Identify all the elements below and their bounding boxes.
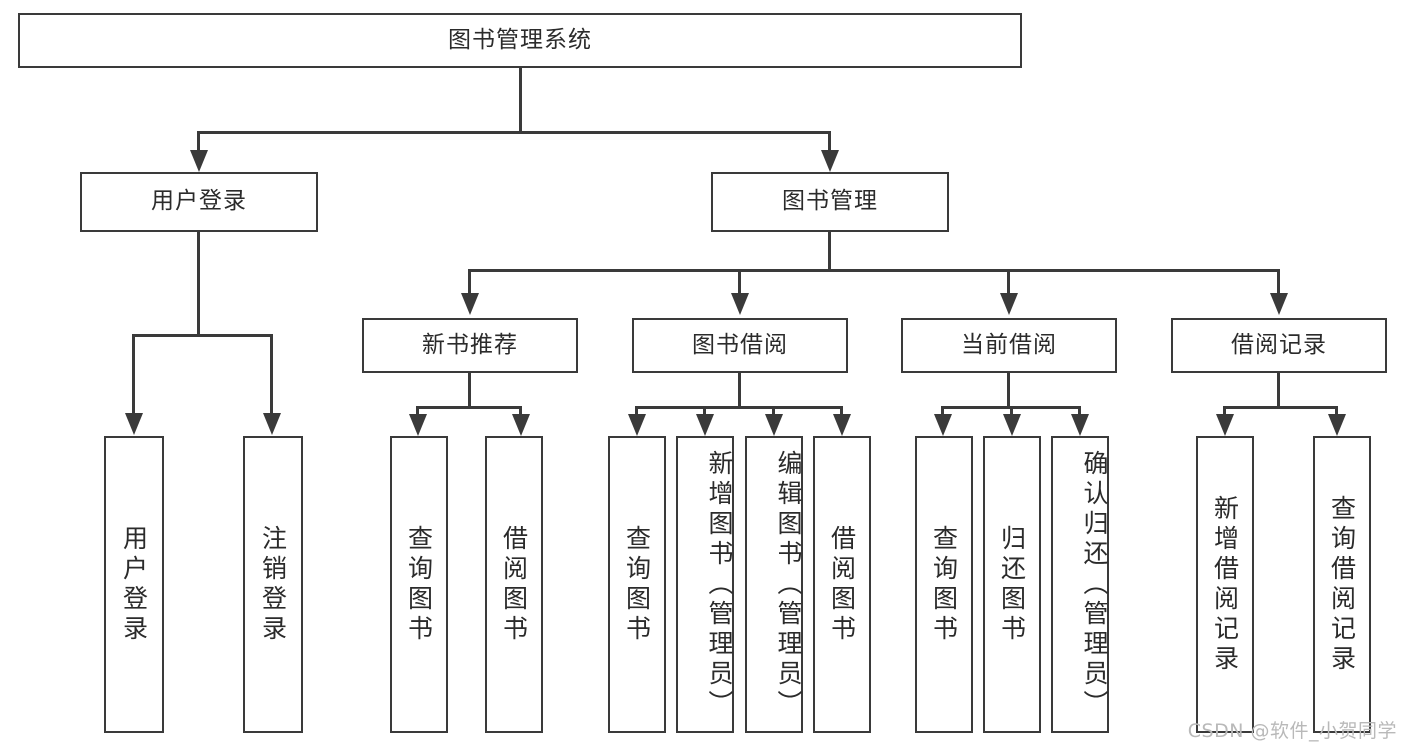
arrow-to-leaf-add-record — [1216, 414, 1234, 436]
connector-user-login-stem — [197, 232, 200, 337]
connector-book-borrow-stem — [738, 373, 741, 409]
connector-book-borrow-leg-2 — [703, 406, 706, 418]
leaf-confirm-return-admin[interactable]: 确认归还（管理员） — [1051, 436, 1109, 733]
node-label: 图书管理 — [782, 188, 878, 215]
connector-root-bus — [197, 131, 831, 134]
connector-borrow-record-leg-2 — [1335, 406, 1338, 418]
node-label: 用户登录 — [119, 524, 149, 645]
arrow-to-leaf-add-book — [696, 414, 714, 436]
arrow-to-leaf-query-record — [1328, 414, 1346, 436]
node-label: 借阅图书 — [499, 524, 529, 645]
connector-level3-leg-4 — [1277, 269, 1280, 295]
connector-new-book-leg-2 — [519, 406, 522, 418]
arrow-to-leaf-borrow-book-2 — [833, 414, 851, 436]
leaf-query-book-new-book[interactable]: 查询图书 — [390, 436, 448, 733]
node-label: 确认归还（管理员） — [1080, 449, 1109, 720]
node-label: 归还图书 — [997, 524, 1027, 645]
leaf-user-login[interactable]: 用户登录 — [104, 436, 164, 733]
connector-new-book-leg-1 — [416, 406, 419, 418]
node-label: 图书管理系统 — [448, 26, 592, 53]
node-label: 图书借阅 — [692, 331, 788, 358]
leaf-logout[interactable]: 注销登录 — [243, 436, 303, 733]
connector-book-borrow-leg-3 — [772, 406, 775, 418]
connector-level3-leg-1 — [468, 269, 471, 295]
leaf-add-book-admin[interactable]: 新增图书（管理员） — [676, 436, 734, 733]
arrow-to-leaf-borrow-book-1 — [512, 414, 530, 436]
connector-root-leg-right — [828, 131, 831, 153]
connector-borrow-record-bus — [1223, 406, 1338, 409]
connector-current-borrow-leg-1 — [941, 406, 944, 418]
node-label: 新增图书（管理员） — [705, 449, 734, 720]
connector-borrow-record-stem — [1277, 373, 1280, 409]
leaf-query-borrow-record[interactable]: 查询借阅记录 — [1313, 436, 1371, 733]
connector-book-borrow-leg-1 — [635, 406, 638, 418]
connector-user-login-leg-1 — [132, 334, 135, 416]
connector-root-stem — [519, 68, 522, 132]
node-label: 查询图书 — [622, 524, 652, 645]
arrow-to-new-book — [461, 293, 479, 315]
leaf-borrow-book-borrow[interactable]: 借阅图书 — [813, 436, 871, 733]
node-label: 借阅记录 — [1231, 331, 1327, 358]
node-label: 查询图书 — [404, 524, 434, 645]
connector-user-login-leg-2 — [270, 334, 273, 416]
arrow-to-book-borrow — [731, 293, 749, 315]
csdn-watermark: CSDN @软件_小贺同学 — [1187, 720, 1397, 742]
arrow-to-leaf-return-book — [1003, 414, 1021, 436]
node-label: 查询借阅记录 — [1327, 494, 1357, 675]
leaf-add-borrow-record[interactable]: 新增借阅记录 — [1196, 436, 1254, 733]
node-label: 新书推荐 — [422, 331, 518, 358]
connector-new-book-stem — [468, 373, 471, 409]
arrow-to-leaf-query-book-1 — [409, 414, 427, 436]
arrow-to-book-management — [821, 150, 839, 172]
node-label: 用户登录 — [151, 188, 247, 215]
connector-level3-bus — [468, 269, 1280, 272]
arrow-to-borrow-record — [1270, 293, 1288, 315]
node-borrow-record[interactable]: 借阅记录 — [1171, 318, 1387, 373]
arrow-to-current-borrow — [1000, 293, 1018, 315]
connector-current-borrow-leg-3 — [1078, 406, 1081, 418]
arrow-to-user-login — [190, 150, 208, 172]
node-label: 当前借阅 — [961, 331, 1057, 358]
connector-book-management-stem — [828, 232, 831, 272]
node-root-book-management-system[interactable]: 图书管理系统 — [18, 13, 1022, 68]
leaf-edit-book-admin[interactable]: 编辑图书（管理员） — [745, 436, 803, 733]
node-label: 查询图书 — [929, 524, 959, 645]
leaf-borrow-book-new-book[interactable]: 借阅图书 — [485, 436, 543, 733]
connector-level3-leg-2 — [738, 269, 741, 295]
node-label: 新增借阅记录 — [1210, 494, 1240, 675]
connector-current-borrow-leg-2 — [1010, 406, 1013, 418]
node-current-borrow[interactable]: 当前借阅 — [901, 318, 1117, 373]
connector-level3-leg-3 — [1007, 269, 1010, 295]
node-label: 借阅图书 — [827, 524, 857, 645]
connector-book-borrow-bus — [635, 406, 843, 409]
leaf-query-book-current[interactable]: 查询图书 — [915, 436, 973, 733]
connector-user-login-bus — [132, 334, 272, 337]
connector-borrow-record-leg-1 — [1223, 406, 1226, 418]
connector-book-borrow-leg-4 — [840, 406, 843, 418]
arrow-to-leaf-logout — [263, 413, 281, 435]
arrow-to-leaf-confirm-return — [1071, 414, 1089, 436]
leaf-return-book[interactable]: 归还图书 — [983, 436, 1041, 733]
node-book-borrow[interactable]: 图书借阅 — [632, 318, 848, 373]
node-user-login[interactable]: 用户登录 — [80, 172, 318, 232]
arrow-to-leaf-edit-book — [765, 414, 783, 436]
connector-new-book-bus — [416, 406, 522, 409]
arrow-to-leaf-user-login — [125, 413, 143, 435]
node-book-management[interactable]: 图书管理 — [711, 172, 949, 232]
node-new-book-recommend[interactable]: 新书推荐 — [362, 318, 578, 373]
arrow-to-leaf-query-book-2 — [628, 414, 646, 436]
node-label: 编辑图书（管理员） — [774, 449, 803, 720]
connector-current-borrow-stem — [1007, 373, 1010, 409]
connector-root-leg-left — [197, 131, 200, 153]
leaf-query-book-borrow[interactable]: 查询图书 — [608, 436, 666, 733]
node-label: 注销登录 — [258, 524, 288, 645]
arrow-to-leaf-query-book-3 — [934, 414, 952, 436]
